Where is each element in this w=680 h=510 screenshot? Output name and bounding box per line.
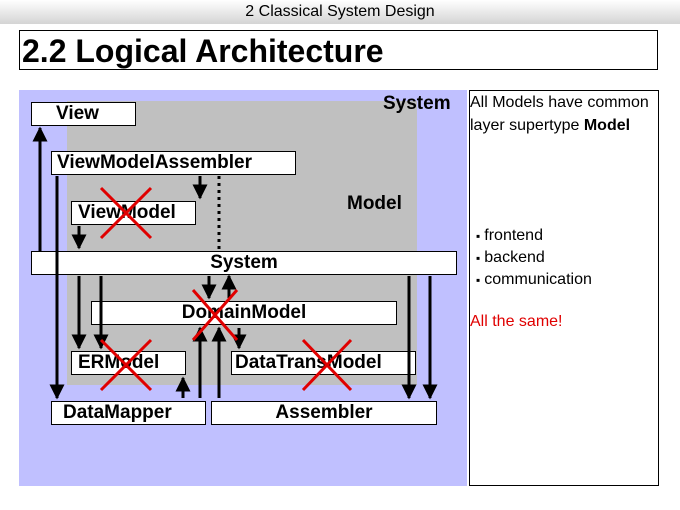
sidebar-notes: All Models have common layer supertype M… [469, 90, 659, 486]
sidebar-intro: All Models have common layer supertype M… [470, 91, 650, 137]
cross-data-trans-model [301, 338, 353, 392]
data-mapper-box: DataMapper [51, 401, 206, 425]
view-model-assembler-box: ViewModelAssembler [51, 151, 296, 175]
model-region-label: Model [347, 193, 402, 214]
system-bar-box: System [31, 251, 457, 275]
cross-view-model [99, 186, 153, 240]
domain-model-box: DomainModel [91, 301, 397, 325]
sidebar-intro-text: All Models have common layer supertype [470, 94, 649, 134]
slide-header: 2 Classical System Design [0, 0, 680, 24]
cross-er-model [99, 338, 153, 392]
cross-domain-model [191, 289, 239, 341]
bullet-frontend: frontend [476, 225, 592, 247]
system-region-label: System [383, 93, 451, 114]
cross-marks [99, 186, 353, 392]
er-model-box: ERModel [71, 351, 186, 375]
bullet-backend: backend [476, 247, 592, 269]
data-trans-model-box: DataTransModel [231, 351, 416, 375]
sidebar-intro-bold: Model [583, 117, 631, 134]
slide-title: 2.2 Logical Architecture [19, 30, 658, 70]
view-box: View [31, 102, 136, 126]
sidebar-conclusion: All the same! [470, 313, 563, 330]
assembler-box: Assembler [211, 401, 437, 425]
sidebar-bullet-list: frontend backend communication [476, 225, 592, 291]
bullet-communication: communication [476, 269, 592, 291]
